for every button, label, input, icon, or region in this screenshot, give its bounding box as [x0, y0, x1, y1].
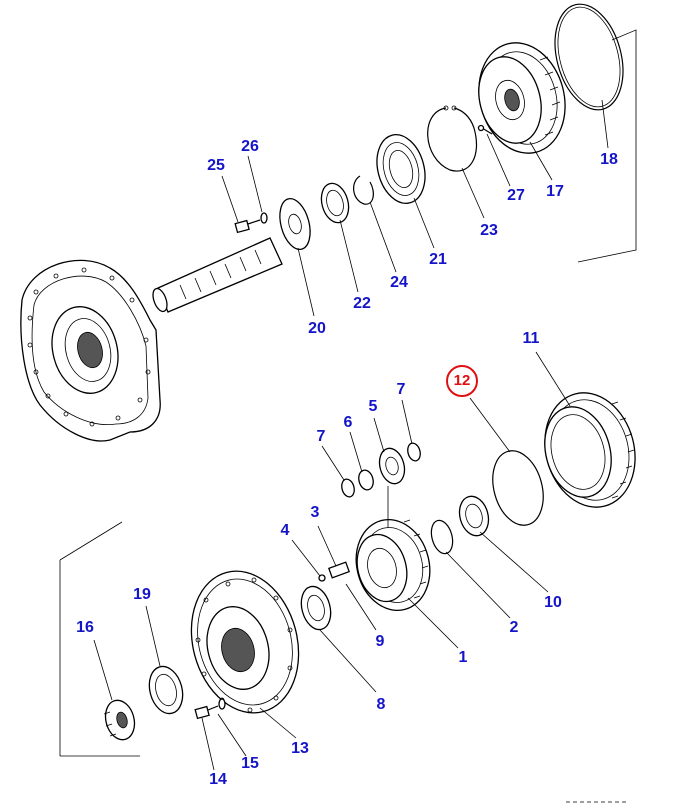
- callout-23: 23: [480, 222, 498, 239]
- part-7-washer-upper: [407, 442, 421, 462]
- part-24-snap-ring: [353, 175, 374, 205]
- part-22-bearing: [320, 182, 350, 224]
- part-2-snap-ring: [430, 519, 454, 555]
- part-25-bolt: [234, 219, 261, 234]
- callout-1: 1: [458, 649, 468, 666]
- callout-2: 2: [509, 619, 519, 636]
- callout-12-highlight: 12: [446, 365, 478, 397]
- callout-21: 21: [429, 251, 447, 268]
- callout-3: 3: [310, 504, 320, 521]
- callout-19: 19: [133, 586, 151, 603]
- callout-7-lower: 7: [316, 428, 326, 445]
- callout-6: 6: [343, 414, 353, 431]
- callout-22: 22: [353, 295, 371, 312]
- callout-12: 12: [453, 372, 471, 389]
- callout-15: 15: [241, 755, 259, 772]
- part-21-bearing: [376, 134, 426, 204]
- part-26-washer: [260, 212, 268, 224]
- leader-lines: [93, 99, 609, 771]
- callout-9: 9: [375, 633, 385, 650]
- callout-10: 10: [544, 594, 562, 611]
- callout-11: 11: [522, 330, 540, 347]
- part-8-bearing: [300, 585, 332, 631]
- callout-5: 5: [368, 398, 378, 415]
- part-3-shaft-pin: [327, 561, 351, 579]
- part-14-bolt: [194, 705, 219, 720]
- housing-case: [20, 259, 161, 442]
- callout-27: 27: [507, 187, 525, 204]
- part-5-planet-gear: [378, 447, 406, 485]
- part-20-shaft: [152, 197, 311, 313]
- callout-17: 17: [546, 183, 564, 200]
- frame-lines: [59, 29, 637, 803]
- part-16-bearing: [103, 699, 136, 741]
- callout-4: 4: [280, 522, 290, 539]
- part-6-needle-bearing: [358, 469, 374, 491]
- callout-8: 8: [376, 696, 386, 713]
- part-15-washer: [218, 698, 226, 710]
- callout-14: 14: [209, 771, 227, 788]
- part-12-o-ring: [492, 450, 544, 526]
- part-13-cover: [190, 570, 300, 714]
- part-27-pin: [477, 124, 493, 135]
- part-4-ball: [318, 574, 326, 582]
- callout-13: 13: [291, 740, 309, 757]
- callout-18: 18: [600, 151, 618, 168]
- callout-16: 16: [76, 619, 94, 636]
- part-10-bearing: [458, 495, 490, 537]
- callout-7-upper: 7: [396, 381, 406, 398]
- part-23-snap-ring: [427, 105, 478, 172]
- callout-26: 26: [241, 138, 259, 155]
- callout-20: 20: [308, 320, 326, 337]
- part-7-washer-lower: [341, 478, 355, 498]
- callout-24: 24: [390, 274, 408, 291]
- part-19-seal: [148, 665, 184, 715]
- callout-25: 25: [207, 157, 225, 174]
- part-1-carrier: [355, 518, 431, 612]
- part-17-gear-carrier: [478, 42, 566, 154]
- part-11-ring-gear: [544, 392, 636, 508]
